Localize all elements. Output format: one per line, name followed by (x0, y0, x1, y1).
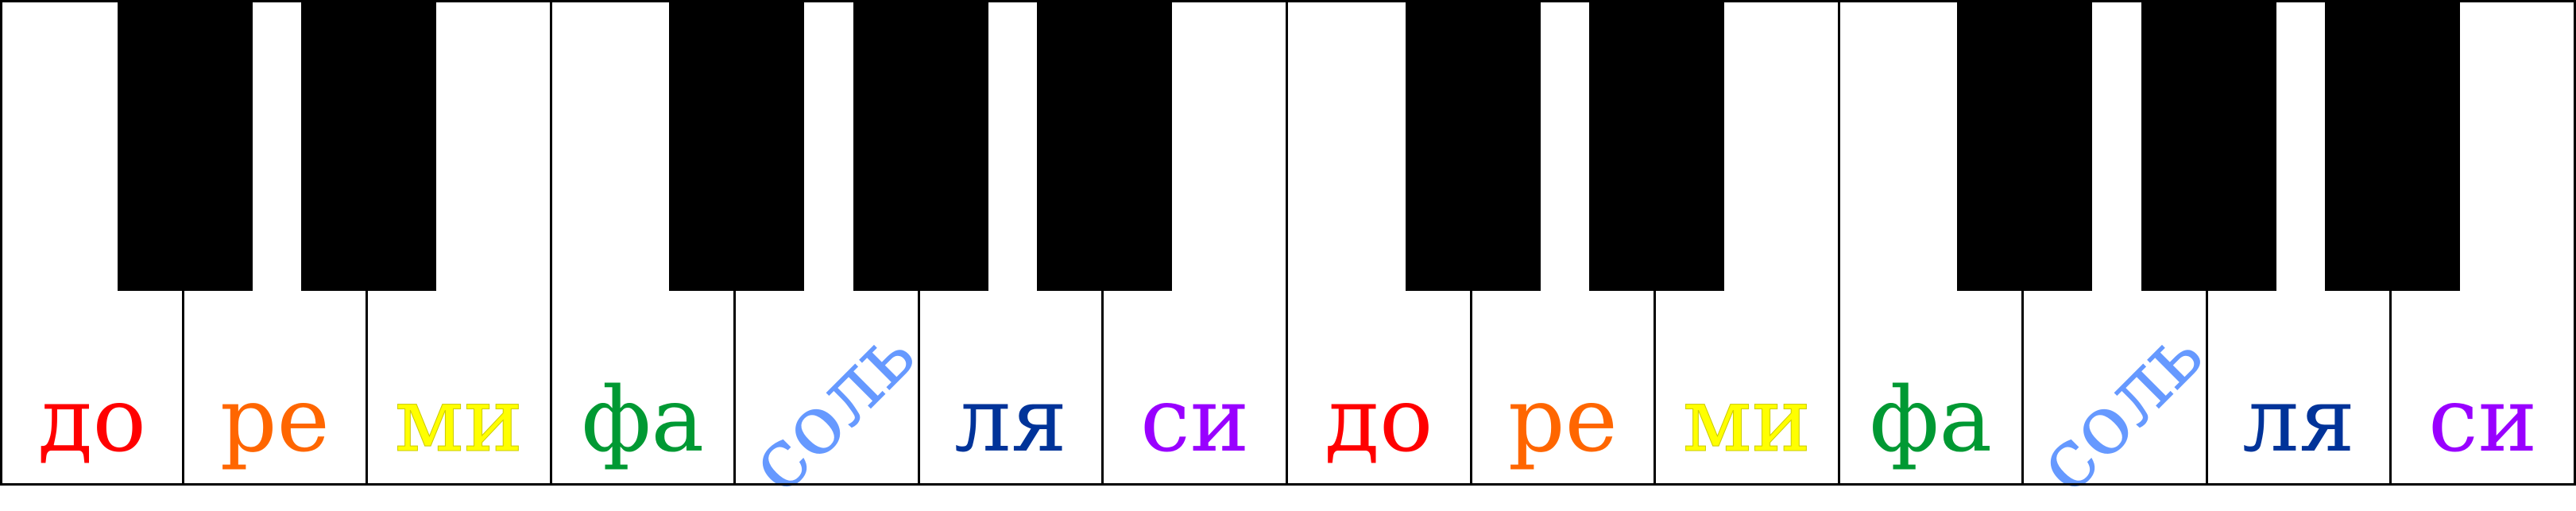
black-key[interactable] (853, 0, 988, 291)
black-key[interactable] (1037, 0, 1173, 291)
black-key[interactable] (1405, 0, 1541, 291)
note-label: си (1140, 369, 1250, 472)
black-key[interactable] (1957, 0, 2093, 291)
note-label: фа (1869, 369, 1993, 472)
keyboard-bottom-border (0, 483, 2576, 486)
black-key[interactable] (117, 0, 253, 291)
keyboard-right-border (2574, 0, 2576, 486)
note-label: фа (581, 369, 705, 472)
black-key[interactable] (1589, 0, 1725, 291)
black-key[interactable] (301, 0, 437, 291)
keyboard-top-border (0, 0, 2576, 2)
black-key[interactable] (2325, 0, 2461, 291)
note-label: ре (1507, 369, 1618, 472)
note-label: ми (394, 369, 524, 472)
note-label: ми (1682, 369, 1812, 472)
note-label: соль (2016, 305, 2222, 511)
note-label: соль (728, 305, 934, 511)
black-key[interactable] (669, 0, 805, 291)
note-label: до (1325, 369, 1433, 472)
note-label: ля (954, 369, 1068, 472)
black-key[interactable] (2141, 0, 2276, 291)
note-label: ре (219, 369, 330, 472)
note-label: до (37, 369, 146, 472)
note-label: си (2428, 369, 2538, 472)
note-label: ля (2242, 369, 2356, 472)
